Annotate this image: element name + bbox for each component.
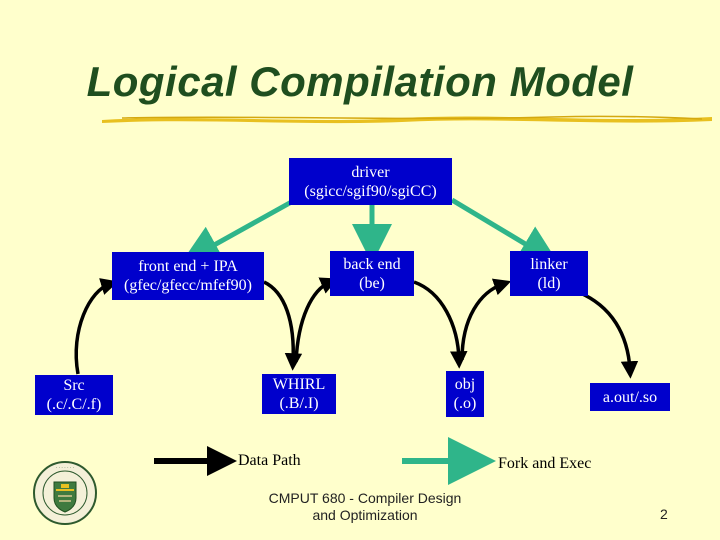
obj-box: obj (.o) <box>446 371 484 417</box>
fork-arrow-linker <box>450 197 560 265</box>
src-box: Src (.c/.C/.f) <box>35 375 113 415</box>
whirl-label: WHIRL <box>272 376 326 393</box>
linker-label: linker <box>530 255 568 273</box>
obj-sublabel: (.o) <box>453 395 477 412</box>
linker-sublabel: (ld) <box>537 274 561 292</box>
back-end-sublabel: (be) <box>359 274 385 292</box>
aout-label: a.out/.so <box>602 388 658 406</box>
slide-footer: CMPUT 680 - Compiler Design and Optimiza… <box>250 490 480 524</box>
slide-title: Logical Compilation Model <box>86 58 634 105</box>
footer-subtitle-line: and Optimization <box>312 507 418 523</box>
src-label: Src <box>63 377 85 394</box>
data-arrow-obj-to-linker <box>460 278 512 361</box>
front-end-label: front end + IPA <box>138 258 238 275</box>
data-arrow-src-to-frontend <box>74 278 119 375</box>
aout-box: a.out/.so <box>590 383 670 411</box>
data-arrow-backend-to-obj <box>413 280 468 369</box>
front-end-sublabel: (gfec/gfecc/mfef90) <box>124 277 252 294</box>
back-end-label: back end <box>343 255 401 273</box>
university-crest-logo: · · · · · · · <box>33 461 97 525</box>
svg-text:· · · · · · ·: · · · · · · · <box>56 466 75 471</box>
data-arrow-linker-to-aout <box>577 290 639 379</box>
driver-sublabel: (sgicc/sgif90/sgiCC) <box>304 182 437 200</box>
driver-box: driver (sgicc/sgif90/sgiCC) <box>289 158 452 205</box>
footer-course-line: CMPUT 680 - Compiler Design <box>268 490 462 506</box>
whirl-sublabel: (.B/.I) <box>279 395 319 412</box>
data-arrow-frontend-to-whirl <box>263 280 303 371</box>
title-underline <box>102 115 712 124</box>
src-sublabel: (.c/.C/.f) <box>46 396 102 413</box>
linker-box: linker (ld) <box>510 251 588 296</box>
data-arrow-whirl-to-backend <box>294 277 338 363</box>
page-number: 2 <box>660 506 668 522</box>
legend-data-path-label: Data Path <box>238 452 301 469</box>
fork-arrow-front-end <box>180 197 297 264</box>
front-end-box: front end + IPA (gfec/gfecc/mfef90) <box>112 252 264 300</box>
legend-fork-exec-label: Fork and Exec <box>498 455 592 472</box>
driver-label: driver <box>351 163 390 181</box>
obj-label: obj <box>454 376 476 393</box>
back-end-box: back end (be) <box>330 251 414 296</box>
whirl-box: WHIRL (.B/.I) <box>262 374 336 414</box>
